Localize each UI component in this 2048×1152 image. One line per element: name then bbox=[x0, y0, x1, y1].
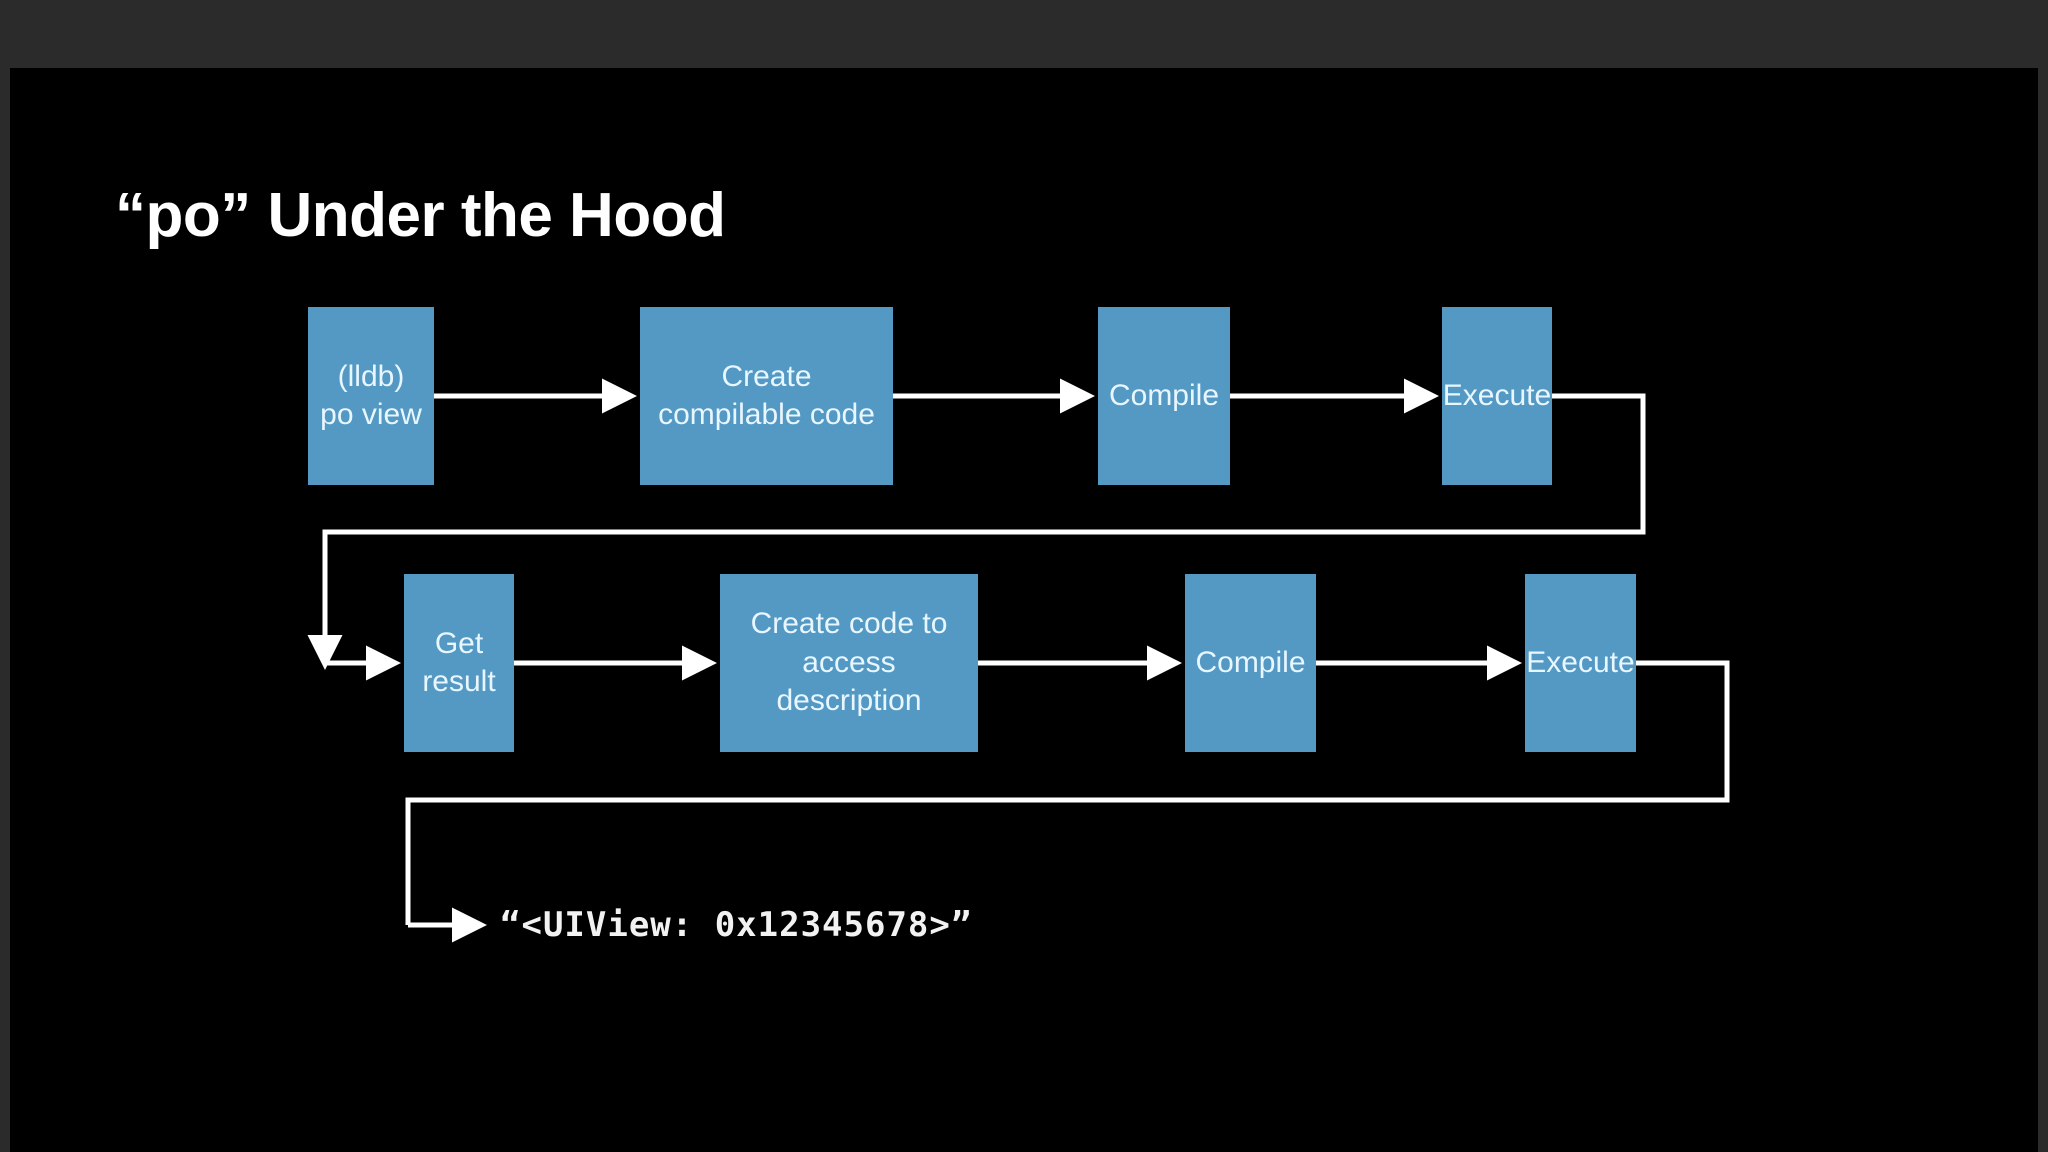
edge-execute1-to-get-result bbox=[307, 393, 1646, 671]
node-create-compilable-code[interactable]: Create compilable code bbox=[640, 307, 893, 485]
node-execute-2[interactable]: Execute bbox=[1525, 574, 1636, 752]
slide-canvas: “po” Under the Hood bbox=[10, 68, 2038, 1152]
node-compile-1[interactable]: Compile bbox=[1098, 307, 1230, 485]
edge-execute2-to-output bbox=[405, 660, 1730, 925]
node-get-result[interactable]: Get result bbox=[404, 574, 514, 752]
node-create-code-access-description[interactable]: Create code to access description bbox=[720, 574, 978, 752]
page-title: “po” Under the Hood bbox=[115, 181, 726, 250]
node-execute-1[interactable]: Execute bbox=[1442, 307, 1552, 485]
node-lldb-po-view[interactable]: (lldb) po view bbox=[308, 307, 434, 485]
flowchart-diagram: (lldb) po view Create compilable code Co… bbox=[10, 68, 2038, 1152]
connector-layer bbox=[307, 378, 1730, 943]
node-final-output: “<UIView: 0x12345678>” bbox=[500, 905, 973, 945]
node-compile-2[interactable]: Compile bbox=[1185, 574, 1316, 752]
